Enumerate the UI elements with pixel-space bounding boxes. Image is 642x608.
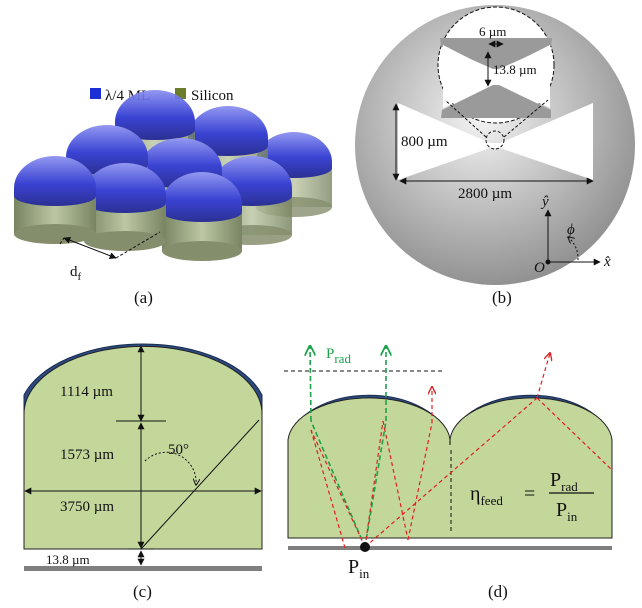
caption-d: (d) bbox=[488, 582, 508, 601]
dim-arrow-df bbox=[63, 236, 117, 260]
dim-label-df: df bbox=[70, 264, 82, 283]
origin-label: O bbox=[534, 260, 545, 276]
axis-x-label: x̂ bbox=[603, 254, 611, 270]
ground-plane bbox=[24, 566, 262, 571]
feed-point bbox=[360, 542, 370, 552]
angle-arc-50 bbox=[144, 451, 196, 485]
label-1114um: 1114 µm bbox=[60, 384, 113, 400]
lens-array bbox=[14, 90, 332, 261]
lens bbox=[84, 163, 166, 251]
lens bbox=[162, 172, 242, 261]
fraction-numerator: Prad bbox=[550, 469, 578, 494]
label-slot-13-8um: 13.8 µm bbox=[493, 62, 537, 77]
legend-swatch-ml bbox=[90, 88, 101, 99]
silicon-body-d bbox=[287, 397, 613, 539]
label-gap-6um: 6 µm bbox=[479, 24, 506, 39]
green-rays bbox=[310, 346, 386, 548]
panel-c-cross-section: 1114 µm 1573 µm 50° 3750 µm 13.8 µm (c) bbox=[23, 343, 263, 601]
legend-label-silicon: Silicon bbox=[191, 88, 234, 104]
bowtie-slot bbox=[398, 103, 593, 180]
label-1573um: 1573 µm bbox=[60, 447, 114, 463]
panel-b-antenna: 6 µm 13.8 µm 800 µm 2800 µm ŷ x̂ O ϕ (b) bbox=[355, 5, 635, 307]
panel-d-ray-diagram: Prad Pin ηfeed = Prad Pin (d) bbox=[284, 346, 613, 601]
phi-label: ϕ bbox=[567, 222, 575, 238]
legend-swatch-silicon bbox=[175, 88, 186, 99]
eta-symbol: ηfeed bbox=[470, 483, 503, 508]
caption-b: (b) bbox=[492, 288, 512, 307]
ground-plane-d bbox=[288, 546, 612, 550]
red-rays bbox=[310, 353, 613, 549]
phi-arc bbox=[568, 237, 579, 261]
efficiency-formula: ηfeed = Prad Pin bbox=[470, 469, 594, 524]
caption-c: (c) bbox=[133, 582, 152, 601]
axis-y-label: ŷ bbox=[540, 194, 549, 210]
label-p-rad: Prad bbox=[326, 346, 351, 366]
caption-a: (a) bbox=[134, 288, 153, 307]
label-width-2800um: 2800 µm bbox=[458, 186, 512, 202]
label-50deg: 50° bbox=[168, 442, 189, 458]
equals-sign: = bbox=[524, 483, 535, 505]
lens bbox=[14, 156, 96, 244]
label-13-8um: 13.8 µm bbox=[46, 552, 90, 567]
panel-a-lens-array: λ/4 ML Silicon bbox=[14, 88, 332, 307]
fraction-denominator: Pin bbox=[556, 499, 578, 524]
label-height-800um: 800 µm bbox=[401, 134, 448, 150]
label-3750um: 3750 µm bbox=[60, 499, 114, 515]
label-p-in: Pin bbox=[348, 556, 370, 581]
